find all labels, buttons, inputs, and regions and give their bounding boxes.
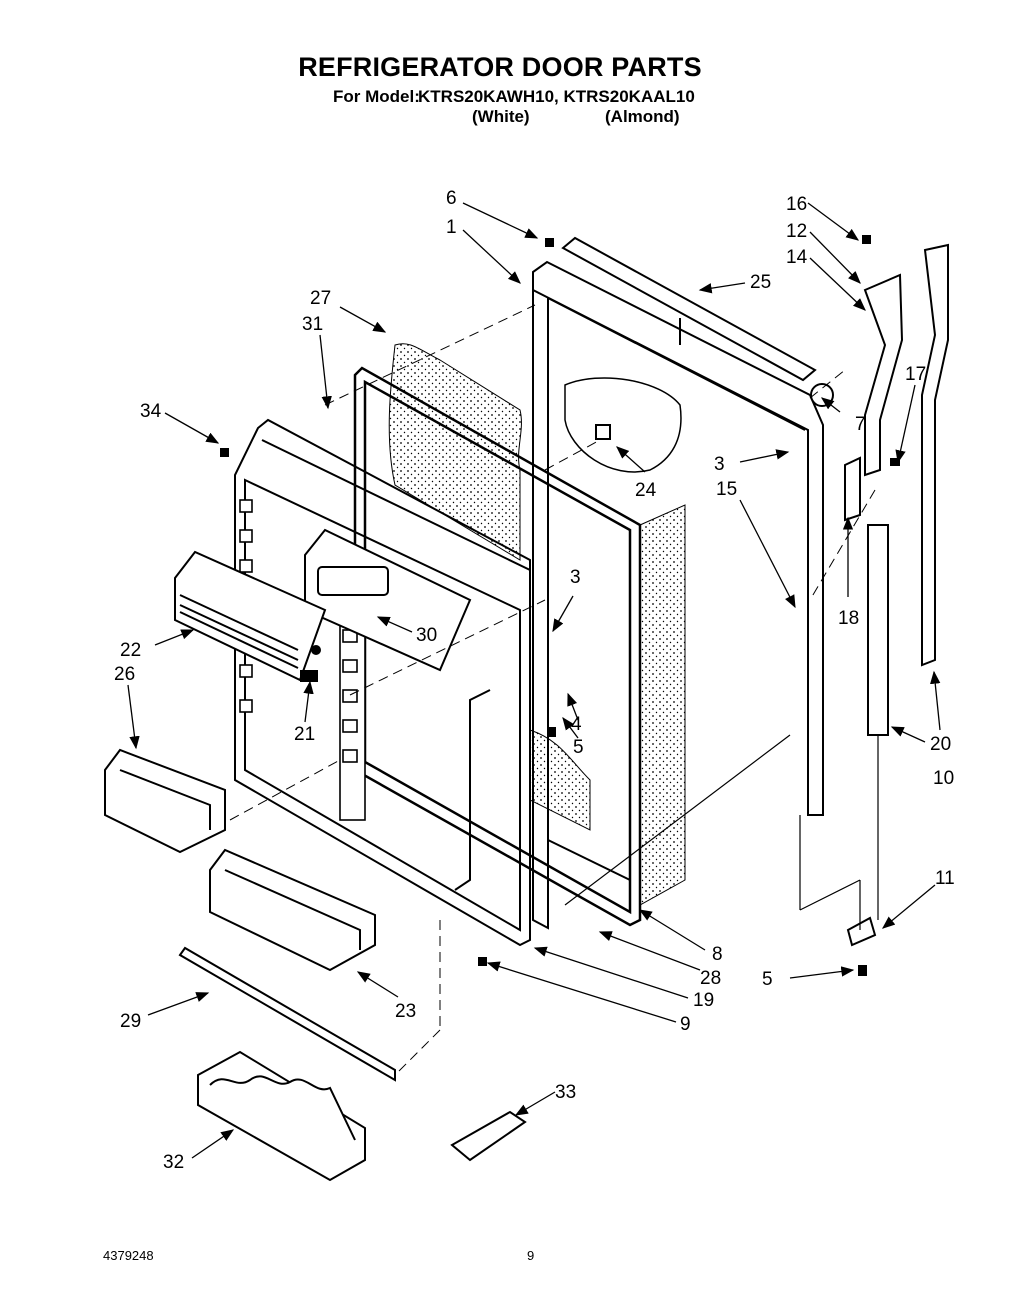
variant-white: (White) [472, 107, 530, 126]
callout-27: 27 [310, 288, 331, 309]
foam-patch [564, 377, 682, 473]
callout-18: 18 [838, 608, 859, 629]
egg-tray [197, 1050, 366, 1182]
variant-almond: (Almond) [605, 107, 680, 126]
document-number: 4379248 [103, 1248, 154, 1263]
page-title: REFRIGERATOR DOOR PARTS [298, 52, 702, 82]
callout-3-upper: 3 [714, 454, 725, 475]
callout-30: 30 [416, 625, 437, 646]
callout-labels: 6 1 25 27 31 34 16 12 14 17 7 3 15 24 3 … [114, 188, 955, 1173]
callout-19: 19 [693, 990, 714, 1011]
model-numbers: KTRS20KAWH10, KTRS20KAAL10 [418, 87, 695, 106]
dairy-door [174, 550, 327, 682]
callout-8: 8 [712, 944, 723, 965]
top-trim [561, 236, 817, 382]
callout-12: 12 [786, 221, 807, 242]
callout-24: 24 [635, 480, 657, 501]
guide-lines [229, 304, 876, 1076]
callout-28: 28 [700, 968, 721, 989]
callout-16: 16 [786, 194, 807, 215]
door-bin-small [104, 748, 226, 854]
dairy-hinge [300, 670, 318, 682]
foam-insulation-bottom [529, 729, 591, 831]
outer-door-panel [532, 260, 824, 930]
bottom-trim [178, 946, 396, 1082]
callout-23: 23 [395, 1001, 416, 1022]
callout-34: 34 [140, 401, 162, 422]
page-number: 9 [527, 1248, 535, 1263]
callout-15: 15 [716, 479, 737, 500]
callout-6: 6 [446, 188, 457, 209]
callout-32: 32 [163, 1152, 184, 1173]
callout-31: 31 [302, 314, 323, 335]
callout-7: 7 [855, 414, 866, 435]
clip-33 [450, 1110, 527, 1162]
callout-22: 22 [120, 640, 141, 661]
callout-29: 29 [120, 1011, 141, 1032]
callout-5-left: 5 [573, 737, 584, 758]
callout-9: 9 [680, 1014, 691, 1035]
leader-lines [564, 734, 879, 930]
callout-arrows [127, 202, 941, 1159]
callout-5-right: 5 [762, 969, 773, 990]
callout-25: 25 [750, 272, 771, 293]
callout-33: 33 [555, 1082, 576, 1103]
screws [220, 235, 900, 976]
callout-10: 10 [933, 768, 954, 789]
callout-20: 20 [930, 734, 951, 755]
callout-11: 11 [935, 868, 955, 889]
screw-21 [311, 645, 321, 655]
callout-21: 21 [294, 724, 315, 745]
callout-26: 26 [114, 664, 135, 685]
shelf-supports [239, 499, 366, 821]
model-label: For Model: [333, 87, 420, 106]
callout-17: 17 [905, 364, 926, 385]
door-bin-large [209, 848, 376, 972]
callout-4: 4 [571, 714, 582, 735]
side-handle-components [844, 243, 949, 947]
hinge-clip [595, 424, 611, 440]
callout-3-lower: 3 [570, 567, 581, 588]
foam-insulation-right [639, 504, 686, 906]
callout-1: 1 [446, 217, 457, 238]
callout-14: 14 [786, 247, 808, 268]
foam-insulation-left [388, 343, 522, 561]
